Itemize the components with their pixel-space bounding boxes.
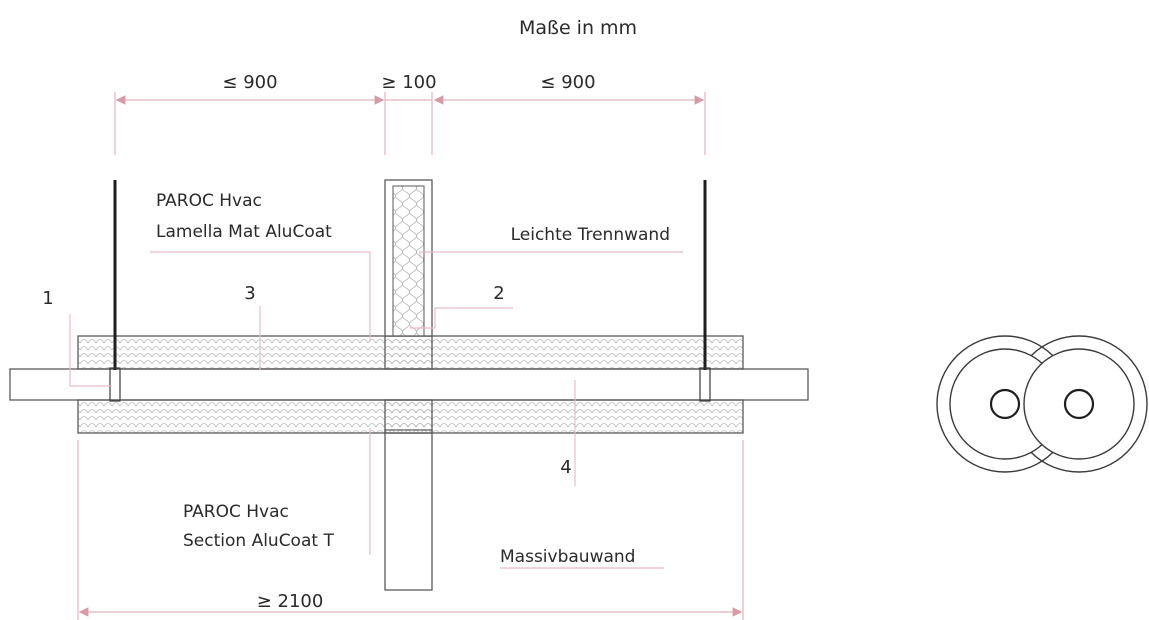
label-lamella-mat-line1: PAROC Hvac (156, 191, 262, 211)
leader-lines (69, 251, 683, 569)
dimension-left-span: ≤ 900 (222, 72, 277, 93)
dimension-right-span: ≤ 900 (540, 72, 595, 93)
pipe-hangers (109, 180, 711, 402)
callout-1: 1 (42, 288, 53, 309)
section-insulation-top (384, 335, 433, 370)
pipe (9, 368, 809, 401)
cross-section-symbol (936, 335, 1148, 473)
section-insulation-bottom (384, 399, 433, 434)
label-light-partition: Leichte Trennwand (511, 225, 670, 245)
light-partition-fill (392, 185, 425, 337)
label-solid-wall: Massivbauwand (500, 547, 635, 567)
dimension-total-length: ≥ 2100 (257, 591, 324, 612)
callout-3: 3 (244, 283, 255, 304)
callout-2: 2 (493, 283, 504, 304)
dimension-middle-gap: ≥ 100 (381, 72, 436, 93)
bottom-dimension-line (77, 440, 744, 620)
top-dimension-lines (114, 92, 706, 155)
solid-wall (384, 429, 433, 591)
label-section-line1: PAROC Hvac (183, 502, 289, 522)
diagram-title: Maße in mm (519, 17, 637, 39)
label-section-line2: Section AluCoat T (183, 531, 334, 551)
label-lamella-mat-line2: Lamella Mat AluCoat (156, 222, 332, 242)
callout-4: 4 (560, 457, 571, 478)
